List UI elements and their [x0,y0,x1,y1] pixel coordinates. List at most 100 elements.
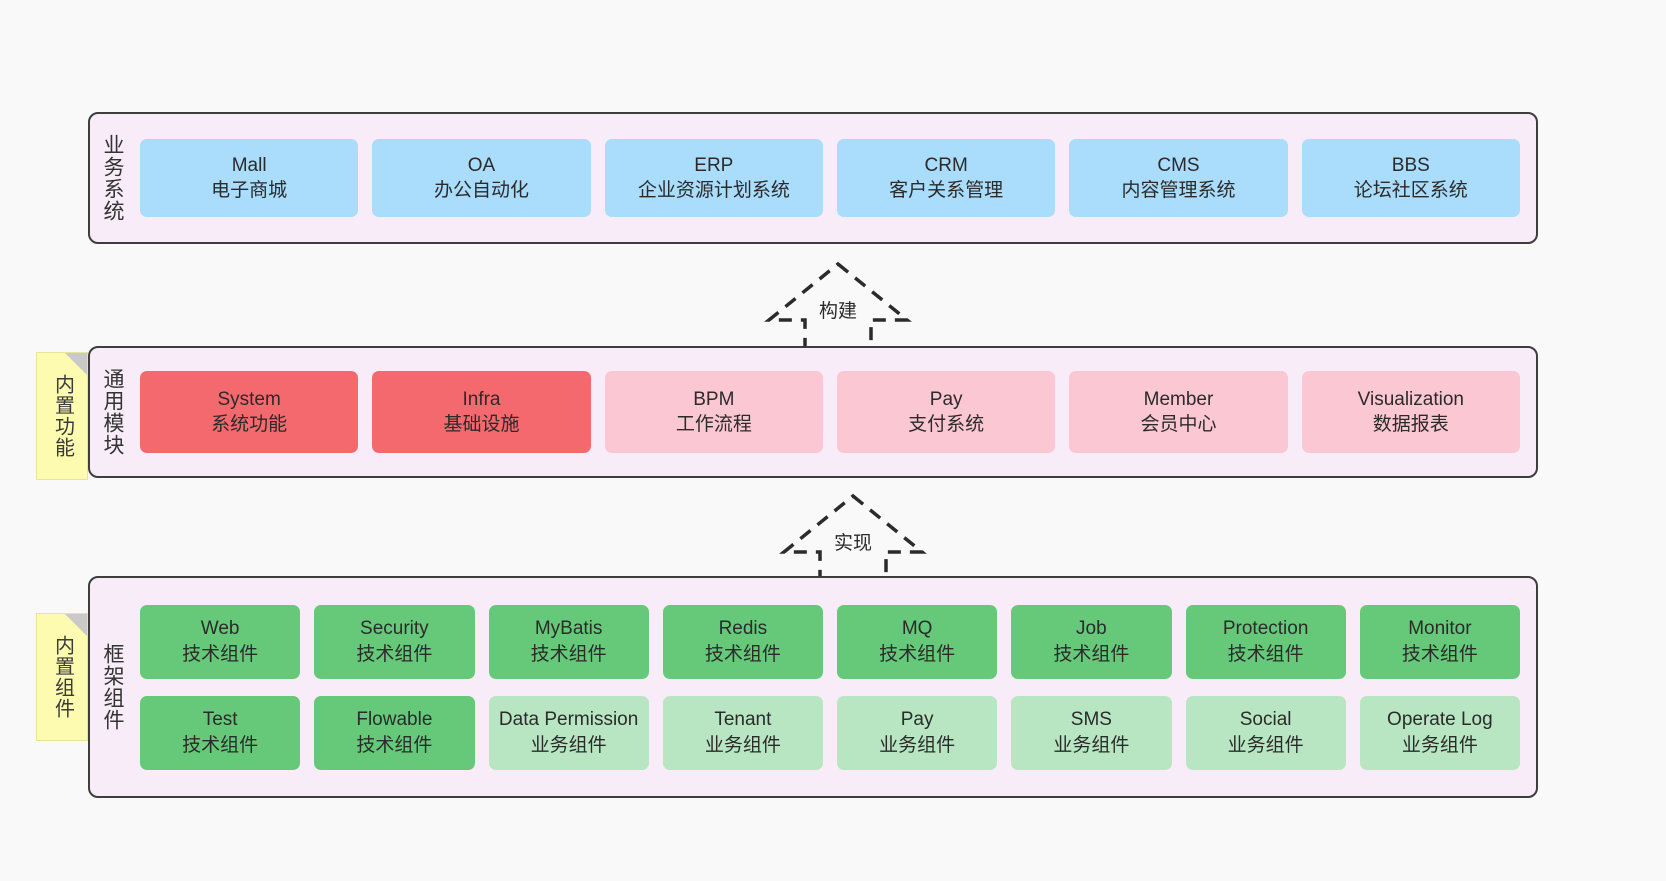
card-subtitle: 业务组件 [530,734,607,756]
module-card-system[interactable]: System 系统功能 [140,371,359,453]
card-subtitle: 数据报表 [1372,414,1449,435]
card-title: Pay [929,388,963,410]
card-subtitle: 基础设施 [443,414,520,435]
card-subtitle: 技术组件 [1053,643,1130,665]
card-title: Visualization [1357,388,1464,410]
card-title: MQ [901,618,933,640]
card-title: Data Permission [498,709,639,731]
card-title: Web [200,618,240,640]
card-subtitle: 办公自动化 [433,180,529,201]
business-card-oa[interactable]: OA 办公自动化 [372,139,591,217]
business-systems-band: 业务系统 Mall 电子商城 OA 办公自动化 ERP 企业资源计划系统 CRM… [88,112,1538,244]
card-title: Test [202,709,238,731]
note-text: 内置组件 [51,635,74,719]
card-title: MyBatis [534,618,603,640]
connector-arrow-build: 构建 [763,258,913,353]
component-card-data-permission[interactable]: Data Permission 业务组件 [488,695,649,770]
connector-label: 构建 [818,301,857,322]
business-card-erp[interactable]: ERP 企业资源计划系统 [604,139,823,217]
note-fold-corner-icon [65,614,87,636]
card-subtitle: 电子商城 [211,180,288,201]
module-card-member[interactable]: Member 会员中心 [1069,371,1288,453]
common-modules-band: 通用模块 System 系统功能 Infra 基础设施 BPM 工作流程 Pay… [88,346,1538,478]
component-card-web[interactable]: Web 技术组件 [140,604,301,679]
card-subtitle: 业务组件 [1401,734,1478,756]
card-subtitle: 技术组件 [182,734,259,756]
business-systems-cards: Mall 电子商城 OA 办公自动化 ERP 企业资源计划系统 CRM 客户关系… [134,114,1536,242]
card-subtitle: 技术组件 [182,643,259,665]
connector-arrow-implement: 实现 [778,490,928,585]
framework-components-label: 框架组件 [100,643,124,731]
card-title: Job [1076,618,1107,640]
card-subtitle: 会员中心 [1140,414,1217,435]
card-title: SMS [1070,709,1112,731]
card-subtitle: 技术组件 [879,643,956,665]
card-title: CMS [1157,154,1200,176]
card-subtitle: 技术组件 [356,734,433,756]
component-card-protection[interactable]: Protection 技术组件 [1185,604,1346,679]
card-subtitle: 工作流程 [675,414,752,435]
card-title: Social [1239,709,1292,731]
card-title: Mall [231,154,267,176]
card-title: System [217,388,281,410]
card-title: BBS [1391,154,1430,176]
module-card-infra[interactable]: Infra 基础设施 [372,371,591,453]
sticky-note-builtin-components: 内置组件 [36,613,88,741]
connector-label: 实现 [833,533,872,554]
card-title: Protection [1222,618,1309,640]
card-title: Operate Log [1387,709,1493,731]
card-title: Tenant [714,709,772,731]
framework-row-technical: Web 技术组件 Security 技术组件 MyBatis 技术组件 Redi… [140,604,1520,679]
card-title: Flowable [356,709,433,731]
business-card-cms[interactable]: CMS 内容管理系统 [1069,139,1288,217]
card-title: OA [467,154,496,176]
card-title: BPM [693,388,735,410]
card-subtitle: 技术组件 [1227,643,1304,665]
card-subtitle: 技术组件 [530,643,607,665]
card-subtitle: 技术组件 [356,643,433,665]
business-systems-label: 业务系统 [100,134,124,222]
card-subtitle: 支付系统 [908,414,985,435]
component-card-tenant[interactable]: Tenant 业务组件 [662,695,823,770]
note-fold-corner-icon [65,353,87,375]
card-subtitle: 客户关系管理 [889,180,1004,201]
module-card-visualization[interactable]: Visualization 数据报表 [1301,371,1520,453]
component-card-monitor[interactable]: Monitor 技术组件 [1359,604,1520,679]
component-card-security[interactable]: Security 技术组件 [314,604,475,679]
business-card-bbs[interactable]: BBS 论坛社区系统 [1301,139,1520,217]
card-subtitle: 业务组件 [704,734,781,756]
component-card-flowable[interactable]: Flowable 技术组件 [314,695,475,770]
note-text: 内置功能 [51,374,74,458]
sticky-note-builtin-features: 内置功能 [36,352,88,480]
business-card-crm[interactable]: CRM 客户关系管理 [836,139,1056,217]
component-card-mybatis[interactable]: MyBatis 技术组件 [488,604,649,679]
framework-components-cards: Web 技术组件 Security 技术组件 MyBatis 技术组件 Redi… [134,578,1536,796]
component-card-job[interactable]: Job 技术组件 [1011,604,1172,679]
framework-components-band: 框架组件 Web 技术组件 Security 技术组件 MyBatis 技术组件… [88,576,1538,798]
business-card-mall[interactable]: Mall 电子商城 [140,139,359,217]
card-subtitle: 内容管理系统 [1121,180,1236,201]
card-title: Redis [718,618,768,640]
card-subtitle: 系统功能 [211,414,288,435]
component-card-redis[interactable]: Redis 技术组件 [662,604,823,679]
module-card-bpm[interactable]: BPM 工作流程 [604,371,823,453]
common-modules-label: 通用模块 [100,368,124,456]
component-card-mq[interactable]: MQ 技术组件 [837,604,998,679]
card-subtitle: 技术组件 [704,643,781,665]
card-title: Monitor [1408,618,1472,640]
card-subtitle: 企业资源计划系统 [637,180,790,201]
component-card-operate-log[interactable]: Operate Log 业务组件 [1359,695,1520,770]
module-card-pay[interactable]: Pay 支付系统 [836,371,1056,453]
card-subtitle: 论坛社区系统 [1353,180,1468,201]
card-subtitle: 技术组件 [1401,643,1478,665]
component-card-test[interactable]: Test 技术组件 [140,695,301,770]
card-subtitle: 业务组件 [879,734,956,756]
framework-row-business: Test 技术组件 Flowable 技术组件 Data Permission … [140,695,1520,770]
card-title: CRM [924,154,968,176]
component-card-social[interactable]: Social 业务组件 [1185,695,1346,770]
card-title: Member [1143,388,1214,410]
card-subtitle: 业务组件 [1227,734,1304,756]
component-card-sms[interactable]: SMS 业务组件 [1011,695,1172,770]
component-card-pay[interactable]: Pay 业务组件 [837,695,998,770]
